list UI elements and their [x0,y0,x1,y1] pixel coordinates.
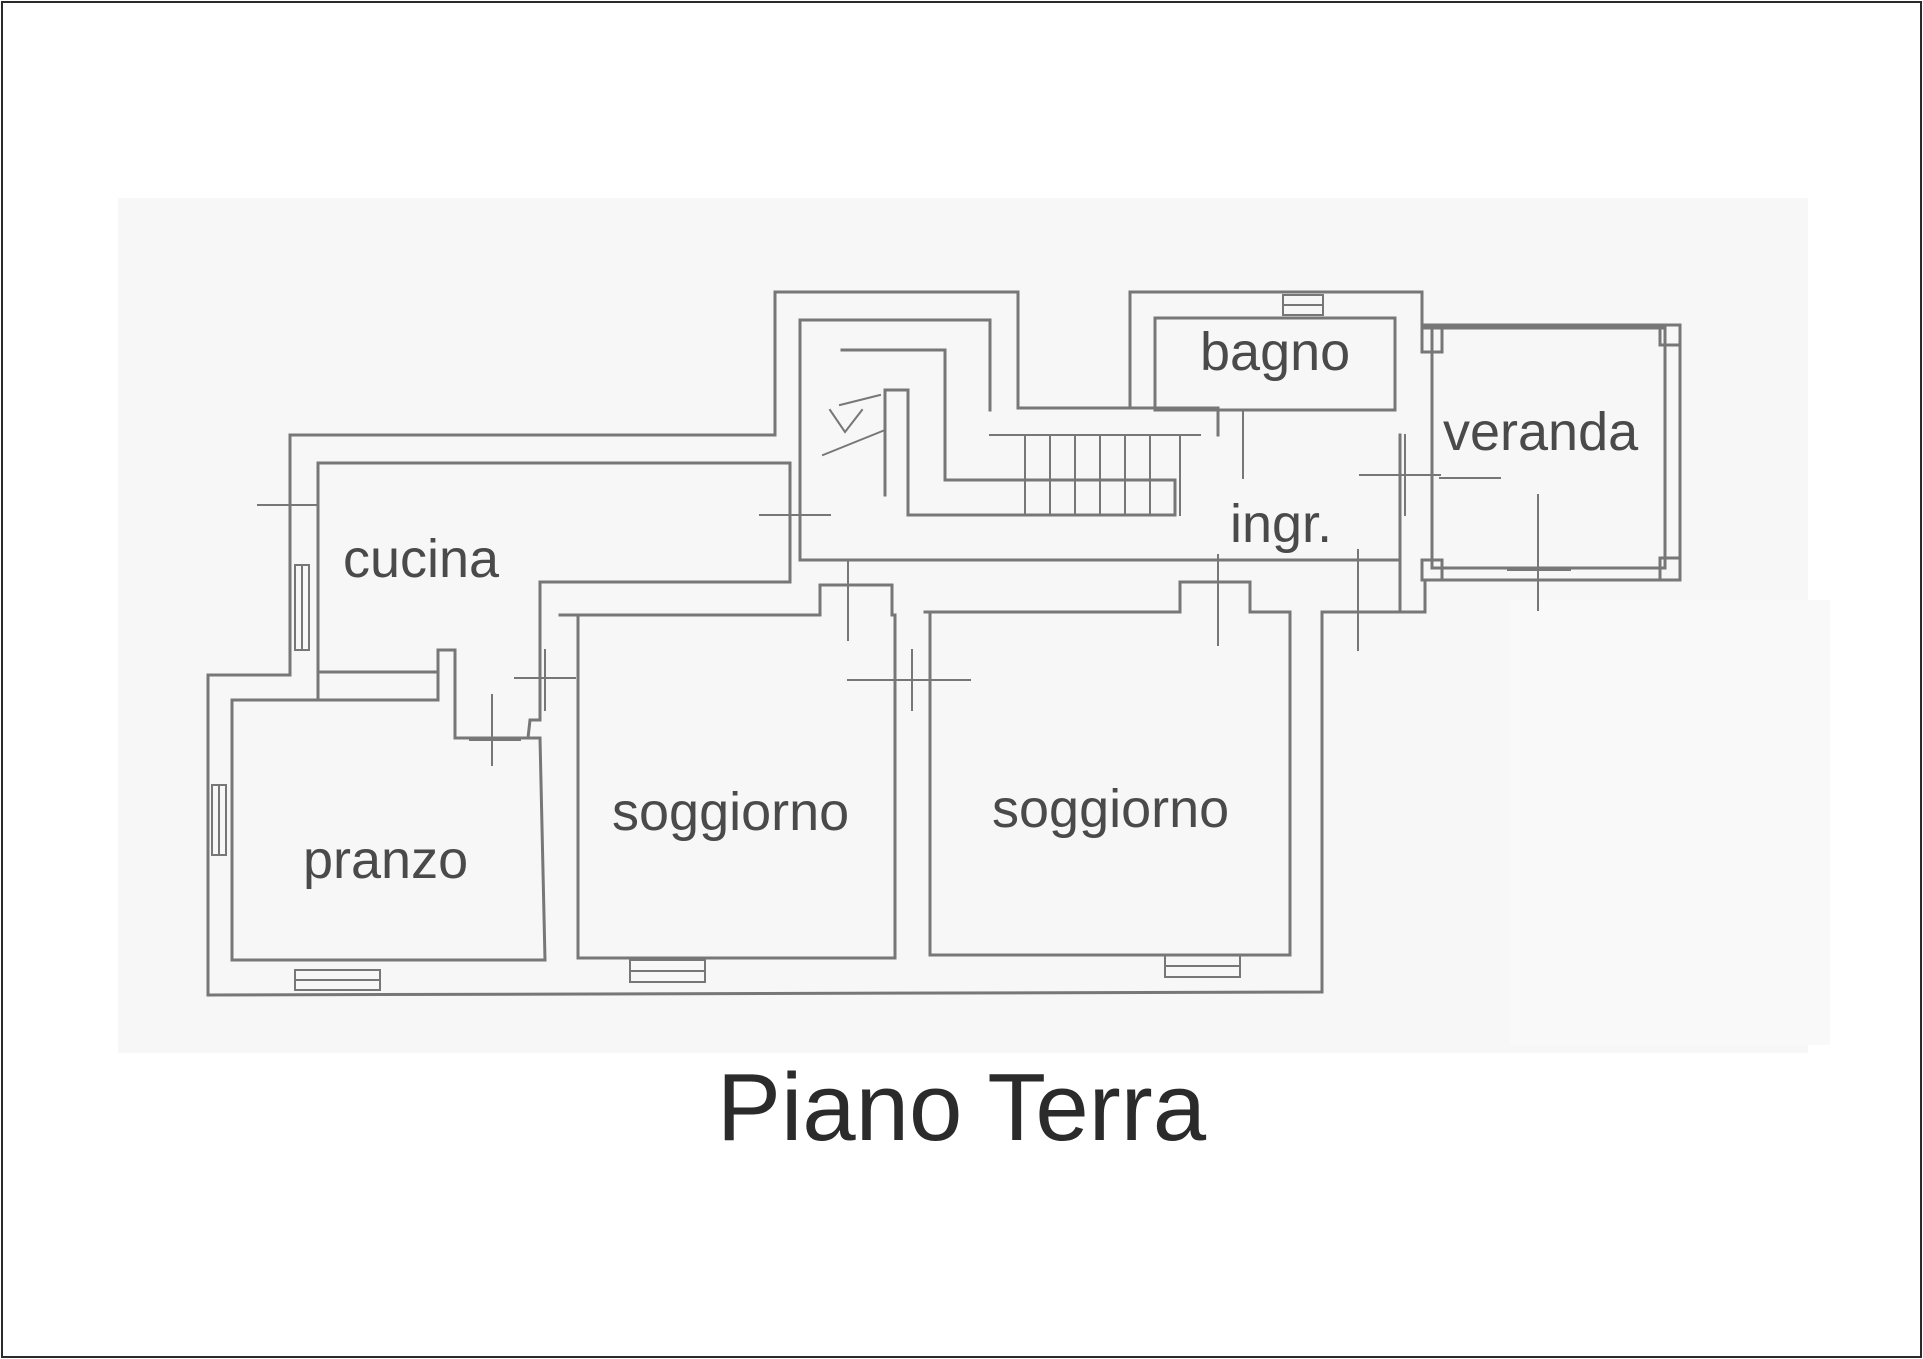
windows [211,294,1324,991]
wall-cucina [316,461,792,740]
wall-pranzo [230,670,547,962]
scanned-plan-background-patch [1510,600,1830,1045]
room-label-bagno: bagno [1200,322,1351,382]
room-label-veranda: veranda [1443,402,1639,462]
wall-soggiorno-2 [923,580,1292,957]
outer-wall-outer-line [206,290,1682,997]
room-label-ingresso: ingr. [1230,494,1333,554]
wall-bagno [1153,316,1397,412]
wall-soggiorno-1 [558,583,897,960]
wall-veranda [1420,323,1682,582]
staircase-steps [821,393,1201,516]
door-marks [257,409,1571,766]
room-label-soggiorno-1: soggiorno [612,782,850,842]
wall-ingresso [1016,406,1402,614]
floor-plan-caption: Piano Terra [716,1054,1207,1161]
room-label-pranzo: pranzo [303,830,469,890]
room-label-cucina: cucina [343,529,500,589]
room-label-soggiorno-2: soggiorno [992,779,1230,839]
